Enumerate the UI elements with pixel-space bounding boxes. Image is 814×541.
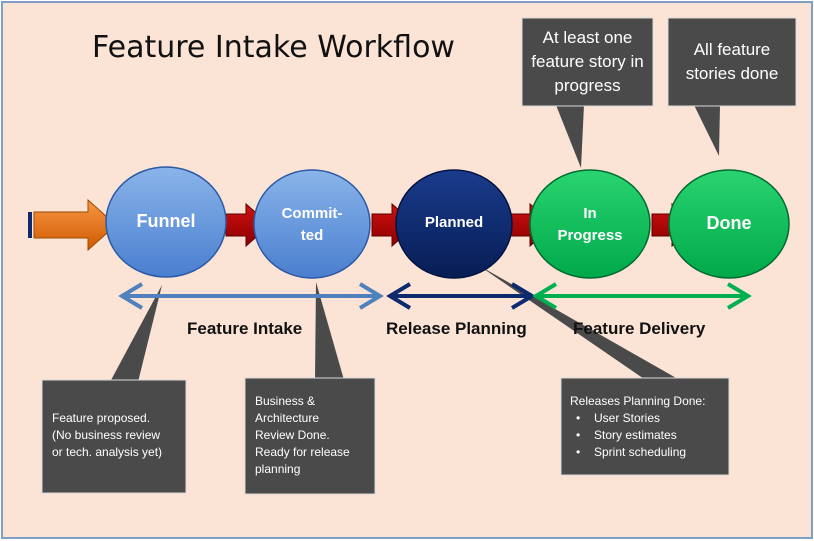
phase-arrows xyxy=(118,282,752,310)
phase-arrow-feature-delivery xyxy=(532,282,752,310)
committed-callout-line: Business & xyxy=(255,394,316,408)
phase-arrow-feature-intake xyxy=(118,282,384,310)
node-planned xyxy=(395,169,513,279)
top-callout-box-1 xyxy=(521,17,654,107)
node-inprogress xyxy=(529,169,651,279)
top-callout-box-2 xyxy=(667,17,797,107)
planned-callout-bullet: Story estimates xyxy=(570,427,726,444)
committed-callout-line: Ready for release xyxy=(255,445,350,459)
funnel-callout-box xyxy=(41,379,187,494)
pointer-top-callout-2 xyxy=(694,105,720,156)
pointer-committed-callout xyxy=(315,282,344,380)
funnel-callout-line: (No business review xyxy=(52,428,161,442)
committed-callout-line: planning xyxy=(255,462,301,476)
top-callout-1-text: At least one feature story in progress xyxy=(531,28,644,95)
node-planned-label: Planned xyxy=(424,214,484,231)
funnel-callout-line: or tech. analysis yet) xyxy=(52,445,163,459)
node-inprogress-label: In Progress xyxy=(557,205,623,244)
committed-callout-line: Review Done. xyxy=(255,428,330,442)
committed-callout-line: Architecture xyxy=(255,411,320,425)
committed-callout-text: Business & Architecture Review Done. Rea… xyxy=(255,393,371,478)
node-committed-label: Commit- ted xyxy=(281,205,343,244)
page-title: Feature Intake Workflow xyxy=(92,30,455,65)
pointer-funnel-callout xyxy=(110,285,162,382)
pointer-top-callout-1 xyxy=(556,105,584,168)
funnel-callout-text: Feature proposed. (No business review or… xyxy=(52,410,184,461)
node-funnel xyxy=(105,166,227,278)
node-done xyxy=(668,169,790,279)
planned-callout-bullet: User Stories xyxy=(570,410,726,427)
node-funnel-label: Funnel xyxy=(136,211,196,231)
node-done-label: Done xyxy=(706,213,752,233)
planned-callout-text: Releases Planning Done: User Stories Sto… xyxy=(570,393,726,461)
intake-input-arrow xyxy=(28,198,117,252)
workflow-nodes xyxy=(105,166,790,279)
planned-callout-bullets: User Stories Story estimates Sprint sche… xyxy=(570,410,726,461)
node-committed xyxy=(253,169,371,279)
funnel-callout-line: Feature proposed. xyxy=(52,411,151,425)
planned-callout-bullet: Sprint scheduling xyxy=(570,444,726,461)
phase-label-feature-intake: Feature Intake xyxy=(187,319,303,338)
phase-label-feature-delivery: Feature Delivery xyxy=(573,319,706,338)
phase-label-release-planning: Release Planning xyxy=(386,319,527,338)
phase-arrow-release-planning xyxy=(386,282,536,310)
planned-callout-heading: Releases Planning Done: xyxy=(570,394,706,408)
committed-callout-box xyxy=(244,377,376,495)
top-callout-2-text: All feature stories done xyxy=(685,40,779,83)
